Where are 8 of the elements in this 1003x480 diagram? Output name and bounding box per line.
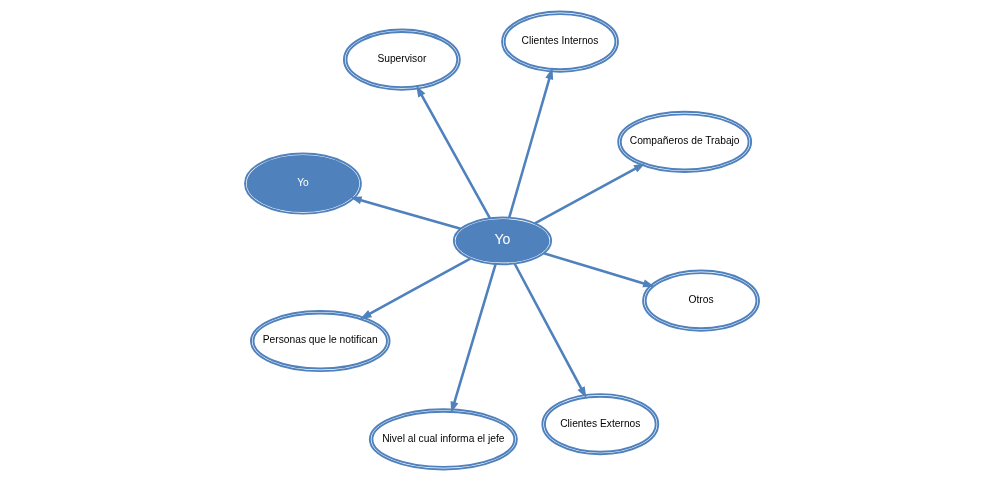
arrow xyxy=(507,67,553,218)
arrow xyxy=(512,262,586,398)
arrow xyxy=(359,256,471,319)
arrow xyxy=(415,84,491,219)
arrow xyxy=(533,162,645,224)
arrow xyxy=(450,263,497,413)
arrow xyxy=(543,251,655,287)
arrow xyxy=(349,195,461,230)
